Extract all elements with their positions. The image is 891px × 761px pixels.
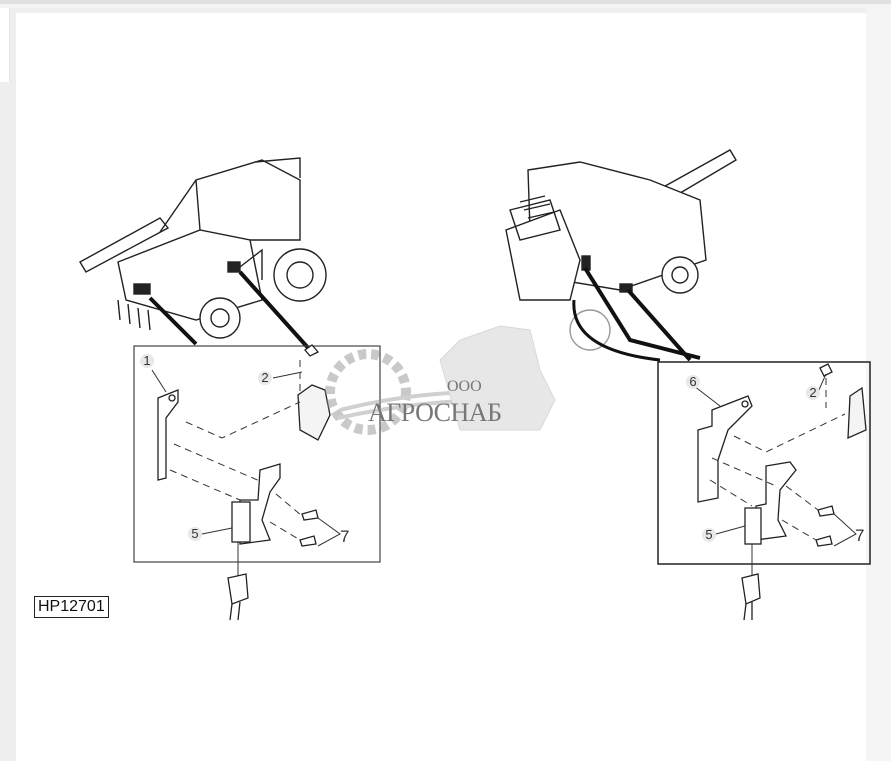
left-detail-frame [133,345,381,563]
figure-id-label: HP12701 [34,596,109,618]
watermark-logo [325,325,556,435]
top-border [0,0,891,4]
callout-left-7: 7 [340,527,350,546]
callout-right-7: 7 [855,526,865,545]
left-exploded-parts [157,344,331,547]
watermark-prefix: ООО [447,378,482,395]
callout-right-5: 5 [702,527,716,542]
left-panel-edge [0,8,10,82]
right-connector [741,573,761,621]
diagram-canvas [16,13,866,761]
right-detail-frame [657,361,871,565]
left-connector [227,573,249,621]
left-combine-illustration [79,157,327,339]
watermark-brand: АГРОСНАБ [368,398,502,427]
callout-left-5: 5 [188,526,202,541]
right-exploded-parts [697,363,867,547]
callout-right-6: 6 [686,374,700,389]
right-combine-illustration [505,149,737,351]
callout-left-1: 1 [140,353,154,368]
callout-left-2: 2 [258,370,272,385]
callout-right-2: 2 [806,385,820,400]
top-border-light [0,4,891,8]
